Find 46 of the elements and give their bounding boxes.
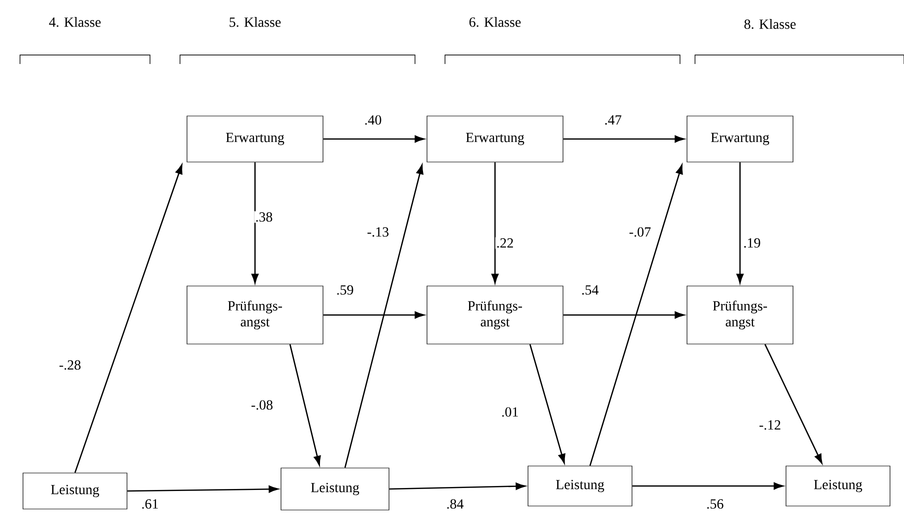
edge-label: .84 xyxy=(445,498,465,510)
grade-heading: 5. Klasse xyxy=(230,17,281,27)
arrow xyxy=(127,486,278,493)
arrow xyxy=(764,344,822,464)
variable-box: Prüfungs- angst xyxy=(686,286,794,344)
arrow xyxy=(491,162,499,284)
arrow xyxy=(563,311,684,319)
arrow xyxy=(323,135,424,143)
arrow xyxy=(74,164,182,473)
variable-box: Prüfungs- angst xyxy=(426,286,564,344)
grade-heading: 4. Klasse xyxy=(49,17,101,27)
edge-label: .38 xyxy=(254,211,274,223)
arrow xyxy=(529,344,566,464)
edge-label: .47 xyxy=(603,114,623,126)
edge-label: -.12 xyxy=(758,419,782,431)
edge-label: -.07 xyxy=(628,226,652,238)
edge-label: .01 xyxy=(500,406,520,418)
edge-label: .59 xyxy=(335,284,355,296)
edge-label: .61 xyxy=(140,498,160,510)
arrow xyxy=(251,162,259,284)
arrow xyxy=(563,135,684,143)
grade-heading: 8. Klasse xyxy=(744,19,796,29)
edge-label: .54 xyxy=(580,284,600,296)
arrow xyxy=(389,482,526,490)
variable-box: Leistung xyxy=(280,468,390,510)
edge-label: -.13 xyxy=(366,226,390,238)
arrow xyxy=(589,164,683,466)
arrow xyxy=(632,482,784,490)
arrow xyxy=(289,344,321,466)
variable-box: Erwartung xyxy=(686,116,794,162)
variable-box: Leistung xyxy=(528,466,632,506)
edge-label: .56 xyxy=(705,498,725,510)
variable-box: Erwartung xyxy=(186,116,324,162)
arrow xyxy=(323,311,424,319)
arrow xyxy=(344,164,424,468)
arrow xyxy=(736,162,744,284)
grade-heading: 6. Klasse xyxy=(469,17,521,27)
edge-label: .40 xyxy=(363,114,383,126)
edge-label: -.28 xyxy=(58,359,82,371)
variable-box: Erwartung xyxy=(426,116,564,162)
edge-label: -.08 xyxy=(250,399,274,411)
edge-label: .19 xyxy=(742,237,762,249)
edge-label: .22 xyxy=(495,237,515,249)
variable-box: Prüfungs- angst xyxy=(186,286,324,344)
variable-box: Leistung xyxy=(22,472,128,510)
variable-box: Leistung xyxy=(786,466,890,506)
